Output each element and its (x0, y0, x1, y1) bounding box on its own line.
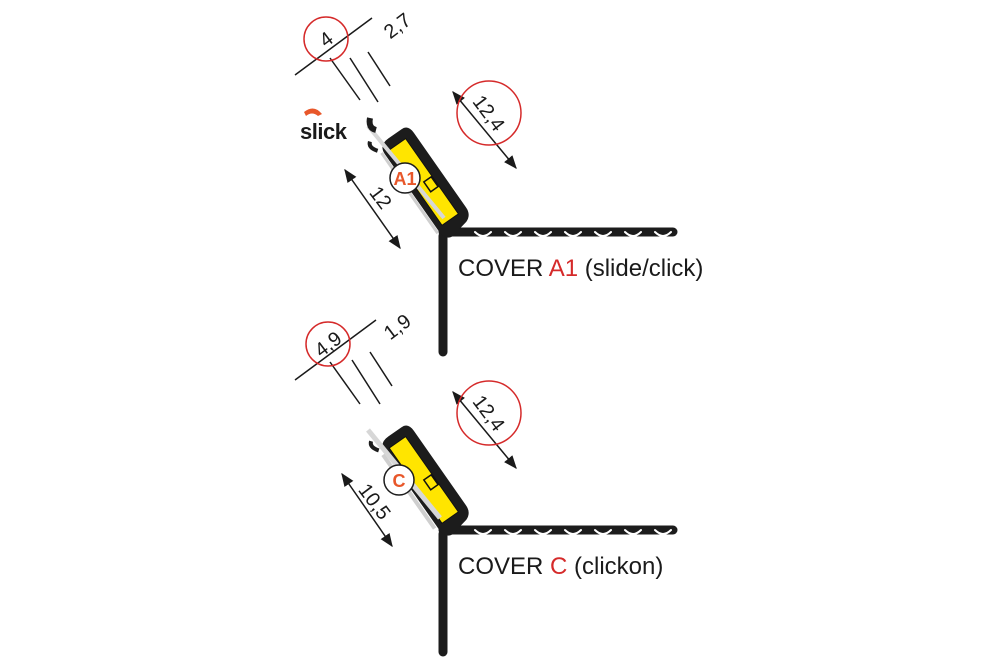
caption-suffix-c: (clickon) (567, 553, 664, 580)
housing-a1 (367, 127, 469, 238)
caption-suffix-a1: (slide/click) (578, 255, 704, 282)
dim-top-b-c: 1,9 (380, 310, 415, 344)
dim-top-c (294, 319, 393, 405)
badge-a1: A1 (393, 169, 416, 189)
dim-top-a1 (294, 17, 391, 103)
slick-swoosh-icon (304, 108, 322, 116)
caption-a1: COVER A1 (slide/click) (458, 255, 703, 283)
cover-hook-a1 (366, 117, 377, 133)
badge-c: C (393, 471, 406, 491)
dim-top-a-a1: 4 (316, 28, 338, 52)
dim-top-b-a1: 2,7 (380, 9, 415, 43)
wall-profile-a1 (438, 227, 678, 357)
profile-c: C 4,9 1,9 12,4 10,5 (294, 310, 678, 657)
dim-height-a1: 12,4 (468, 91, 509, 135)
dim-line-strip-a1 (344, 168, 401, 250)
dim-circle-height-a1 (456, 80, 522, 146)
slick-logo: slick (300, 119, 347, 144)
profile-a1: A1 4 2,7 12,4 12 (294, 9, 678, 357)
caption-prefix-c: COVER (458, 553, 551, 580)
dim-top-a-c: 4,9 (311, 328, 346, 362)
caption-c: COVER C (clickon) (458, 553, 663, 581)
dim-height-c: 12,4 (468, 391, 509, 435)
caption-code-c: C (550, 553, 568, 580)
dim-line-height-a1 (452, 90, 517, 170)
dim-circle-height-c (456, 380, 522, 446)
dim-strip-a1: 12 (365, 182, 396, 213)
dim-line-strip-c (341, 472, 393, 548)
caption-prefix-a1: COVER (458, 255, 549, 282)
dim-circle-top-a-c (305, 321, 351, 367)
wall-profile-c (438, 525, 678, 657)
caption-code-a1: A1 (548, 255, 579, 282)
dim-circle-top-a-a1 (303, 16, 349, 62)
dim-line-height-c (452, 390, 517, 470)
